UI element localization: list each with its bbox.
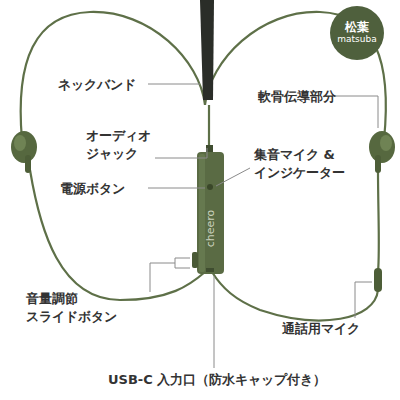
part-label: ネックバンド (58, 76, 136, 94)
device-body (192, 145, 224, 274)
badge-title: 松葉 (345, 21, 369, 34)
part-label: USB-C 入力口（防水キャップ付き） (108, 371, 326, 389)
part-label: 軟骨伝導部分 (258, 88, 336, 106)
part-label: 電源ボタン (60, 180, 125, 198)
right-earphone (369, 131, 395, 173)
brand-text: cheero (204, 209, 217, 247)
neckband (200, 0, 214, 100)
part-label: 音量調節 スライドボタン (26, 290, 146, 325)
color-badge: 松葉matsuba (330, 6, 384, 60)
part-label: 通話用マイク (282, 320, 360, 338)
part-label: 集音マイク & インジケーター (254, 146, 374, 181)
part-label: オーディオ ジャック (86, 127, 166, 162)
left-earphone (11, 131, 37, 173)
badge-subtitle: matsuba (337, 35, 376, 45)
call-mic (374, 268, 382, 292)
leader-line (148, 84, 378, 368)
